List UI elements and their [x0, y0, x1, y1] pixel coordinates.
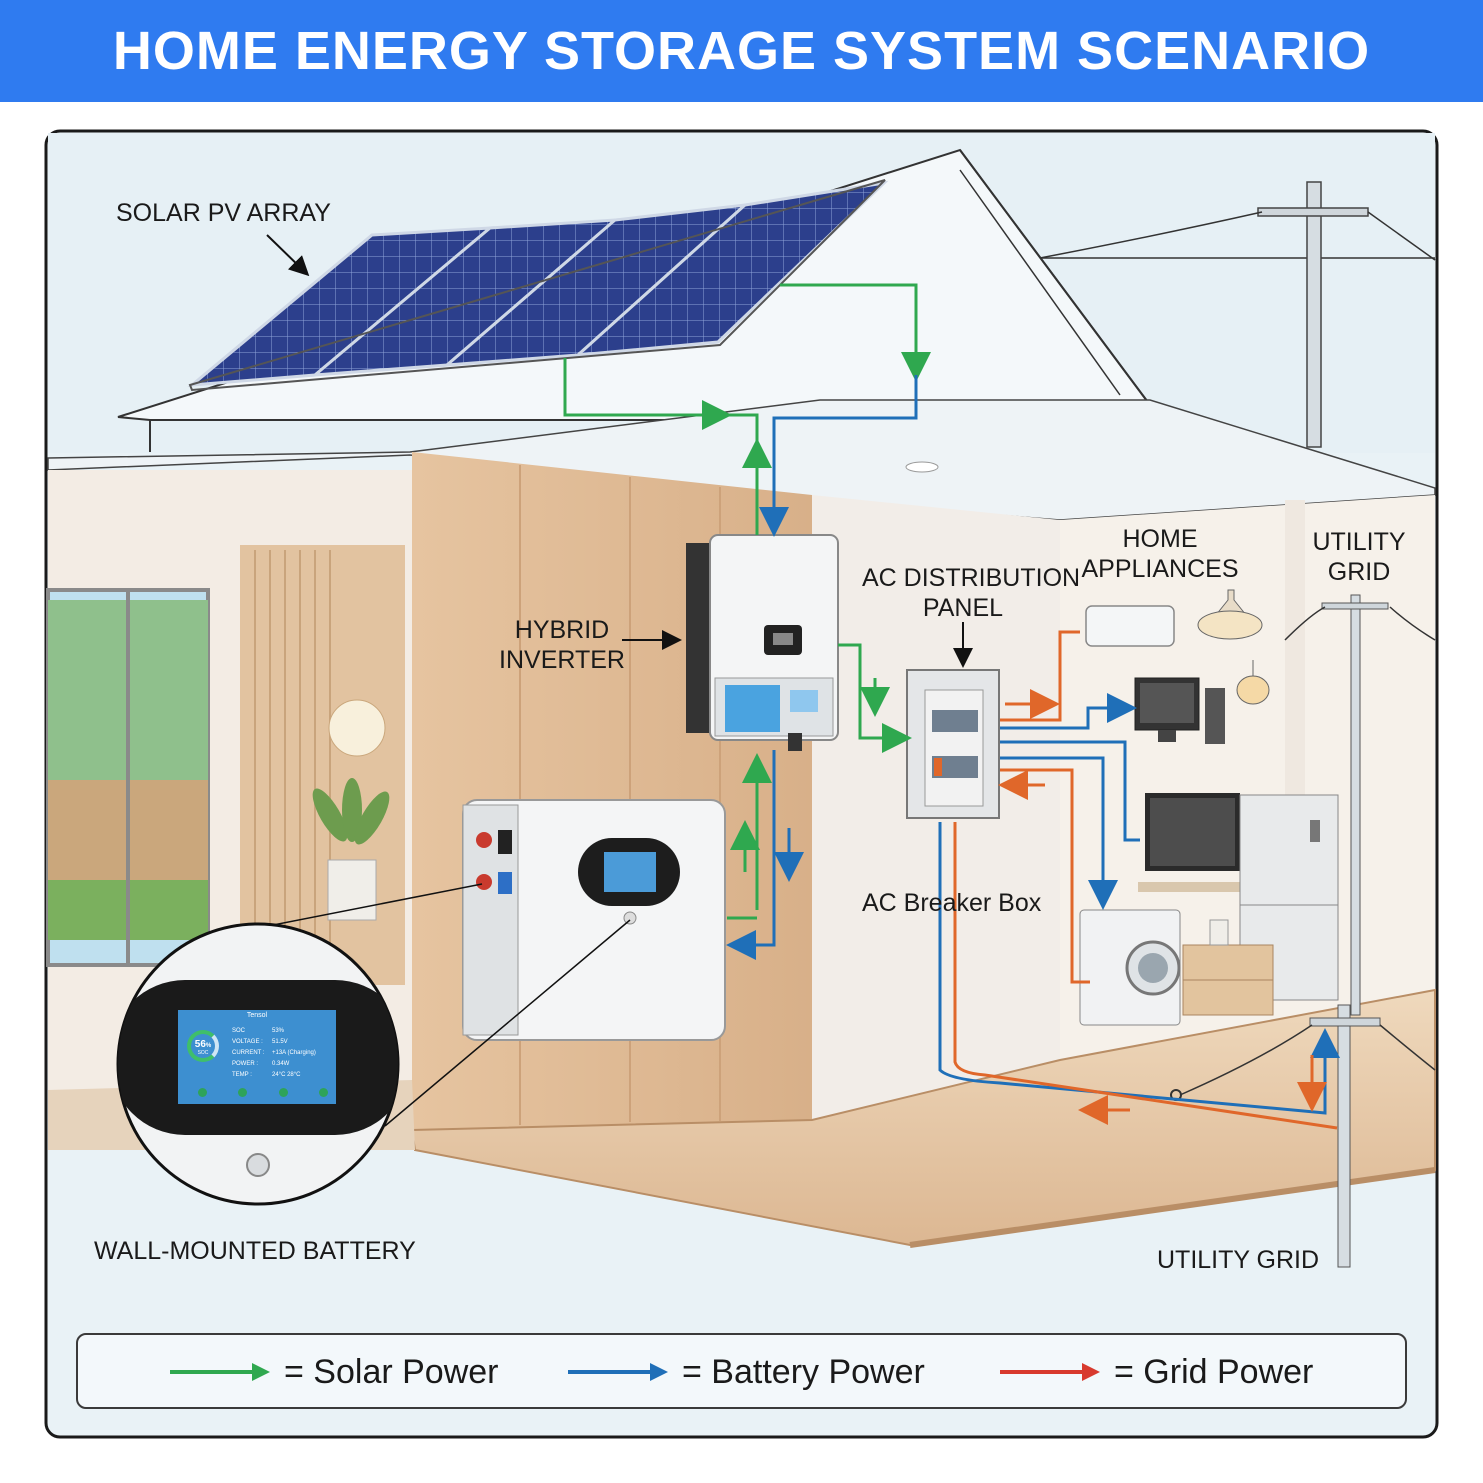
- screen-row-label: TEMP :: [232, 1072, 252, 1078]
- screen-row: TEMP : 24°C 28°C: [232, 1070, 336, 1081]
- label-utility-grid-top-line2: GRID: [1327, 558, 1391, 586]
- legend-label-grid: = Grid Power: [1114, 1352, 1314, 1391]
- home-appliances: [1079, 589, 1339, 1026]
- legend-label-battery: = Battery Power: [682, 1352, 925, 1391]
- title-bar: HOME ENERGY STORAGE SYSTEM SCENARIO: [0, 0, 1483, 102]
- label-home-appliances: HOME APPLIANCES: [1078, 524, 1242, 584]
- battery-screen: Tensol 56% SOC SOC 53% VOLTAGE : 51.5V CURRE…: [178, 1010, 336, 1104]
- page-title: HOME ENERGY STORAGE SYSTEM SCENARIO: [112, 21, 1371, 81]
- legend-item-battery: = Battery Power: [568, 1350, 925, 1394]
- legend-arrow-battery: [568, 1363, 668, 1381]
- screen-button-menu[interactable]: [198, 1088, 207, 1097]
- label-home-appliances-line1: HOME: [1122, 525, 1198, 553]
- solar-power-flows: [563, 283, 931, 920]
- soc-gauge-caption: SOC: [197, 1050, 209, 1056]
- screen-row-value: 53%: [272, 1028, 285, 1034]
- screen-row-label: VOLTAGE :: [232, 1039, 263, 1045]
- grid-power-flows: [953, 630, 1338, 1130]
- soc-gauge-value: 56%: [191, 1040, 215, 1051]
- screen-button-status[interactable]: [238, 1088, 248, 1097]
- screen-row-label: CURRENT :: [232, 1050, 265, 1056]
- label-home-appliances-line2: APPLIANCES: [1081, 555, 1239, 583]
- screen-row-value: +13A (Charging): [272, 1050, 316, 1056]
- label-ac-breaker-box: AC Breaker Box: [862, 889, 1042, 917]
- battery-power-flows: [726, 375, 1340, 1115]
- legend-item-solar: = Solar Power: [170, 1350, 499, 1394]
- label-ac-panel-line1: AC DISTRIBUTION: [862, 564, 1081, 592]
- label-hybrid-inverter-line1: HYBRID: [514, 616, 610, 644]
- soc-unit: %: [205, 1043, 212, 1049]
- screen-row-label: POWER :: [232, 1061, 259, 1067]
- soc-gauge: 56% SOC: [187, 1030, 219, 1062]
- screen-row-value: 24°C 28°C: [272, 1072, 301, 1078]
- utility-pole-top: [1039, 181, 1436, 448]
- screen-row-value: 0.34W: [272, 1061, 290, 1067]
- ac-distribution-panel: [906, 669, 1000, 819]
- legend-arrow-solar: [170, 1363, 270, 1381]
- soc-value: 56: [194, 1039, 206, 1050]
- screen-row: POWER : 0.34W: [232, 1059, 336, 1070]
- label-hybrid-inverter-line2: INVERTER: [499, 646, 625, 674]
- legend-arrow-grid: [1000, 1363, 1100, 1381]
- screen-row: VOLTAGE : 51.5V: [232, 1037, 336, 1048]
- screen-row-label: SOC: [232, 1028, 246, 1034]
- label-utility-grid-bottom: UTILITY GRID: [1157, 1246, 1320, 1274]
- label-hybrid-inverter: HYBRID INVERTER: [494, 615, 630, 675]
- legend: [76, 1333, 1407, 1409]
- legend-item-grid: = Grid Power: [1000, 1350, 1313, 1394]
- screen-brand: Tensol: [246, 1012, 268, 1019]
- legend-label-solar: = Solar Power: [284, 1352, 499, 1391]
- screen-button-settings[interactable]: [278, 1088, 288, 1097]
- screen-row: SOC 53%: [232, 1026, 336, 1037]
- screen-button-power[interactable]: [318, 1088, 328, 1097]
- label-utility-grid-top-line1: UTILITY: [1312, 528, 1406, 556]
- solar-pv-array: [187, 179, 889, 392]
- screen-row: CURRENT : +13A (Charging): [232, 1048, 336, 1059]
- utility-pole-right: [1284, 594, 1436, 1016]
- label-ac-panel-line2: PANEL: [922, 594, 1004, 622]
- label-wall-mounted-battery: WALL-MOUNTED BATTERY: [94, 1237, 416, 1265]
- wall-mounted-battery: [462, 799, 726, 1041]
- label-ac-distribution-panel: AC DISTRIBUTION PANEL: [862, 563, 1081, 623]
- hybrid-inverter: [686, 534, 839, 751]
- utility-pole-bottom: [1170, 1004, 1436, 1268]
- screen-row-value: 51.5V: [272, 1039, 288, 1045]
- label-utility-grid-top: UTILITY GRID: [1300, 527, 1418, 587]
- label-solar-pv-array: SOLAR PV ARRAY: [116, 199, 331, 227]
- screen-buttons: [198, 1088, 328, 1097]
- label-pointers: [266, 234, 973, 668]
- screen-readings: SOC 53% VOLTAGE : 51.5V CURRENT : +13A (Charg…: [232, 1026, 336, 1081]
